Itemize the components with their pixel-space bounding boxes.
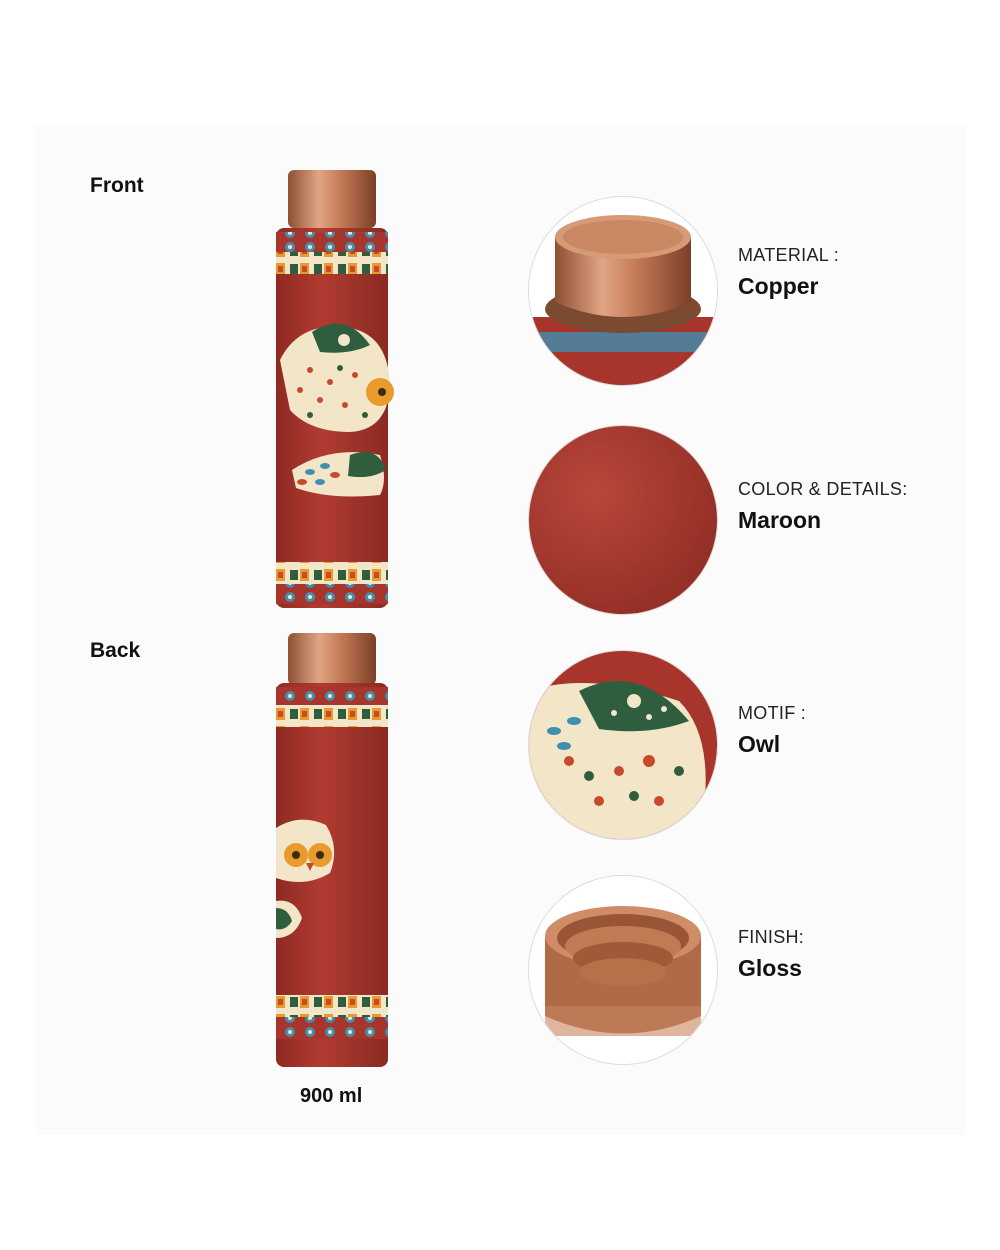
back-view-label: Back	[90, 639, 141, 662]
finish-value: Gloss	[738, 955, 802, 981]
copper-cap-interior-icon	[528, 875, 718, 1065]
back-bottle-image	[276, 633, 388, 1067]
copper-cap-closeup-icon	[528, 196, 718, 386]
capacity-label: 900 ml	[300, 1085, 363, 1107]
maroon-surface-swatch-icon	[528, 425, 718, 615]
front-bottle-image	[276, 170, 394, 608]
front-view-label: Front	[90, 174, 144, 197]
owl-motif-closeup-icon	[528, 650, 718, 840]
color-value: Maroon	[738, 507, 822, 533]
material-key: MATERIAL :	[738, 245, 840, 265]
motif-value: Owl	[738, 731, 781, 757]
finish-key: FINISH:	[738, 927, 805, 947]
color-key: COLOR & DETAILS:	[738, 479, 908, 499]
motif-key: MOTIF :	[738, 703, 807, 723]
product-panel	[36, 125, 966, 1135]
material-value: Copper	[738, 273, 819, 299]
